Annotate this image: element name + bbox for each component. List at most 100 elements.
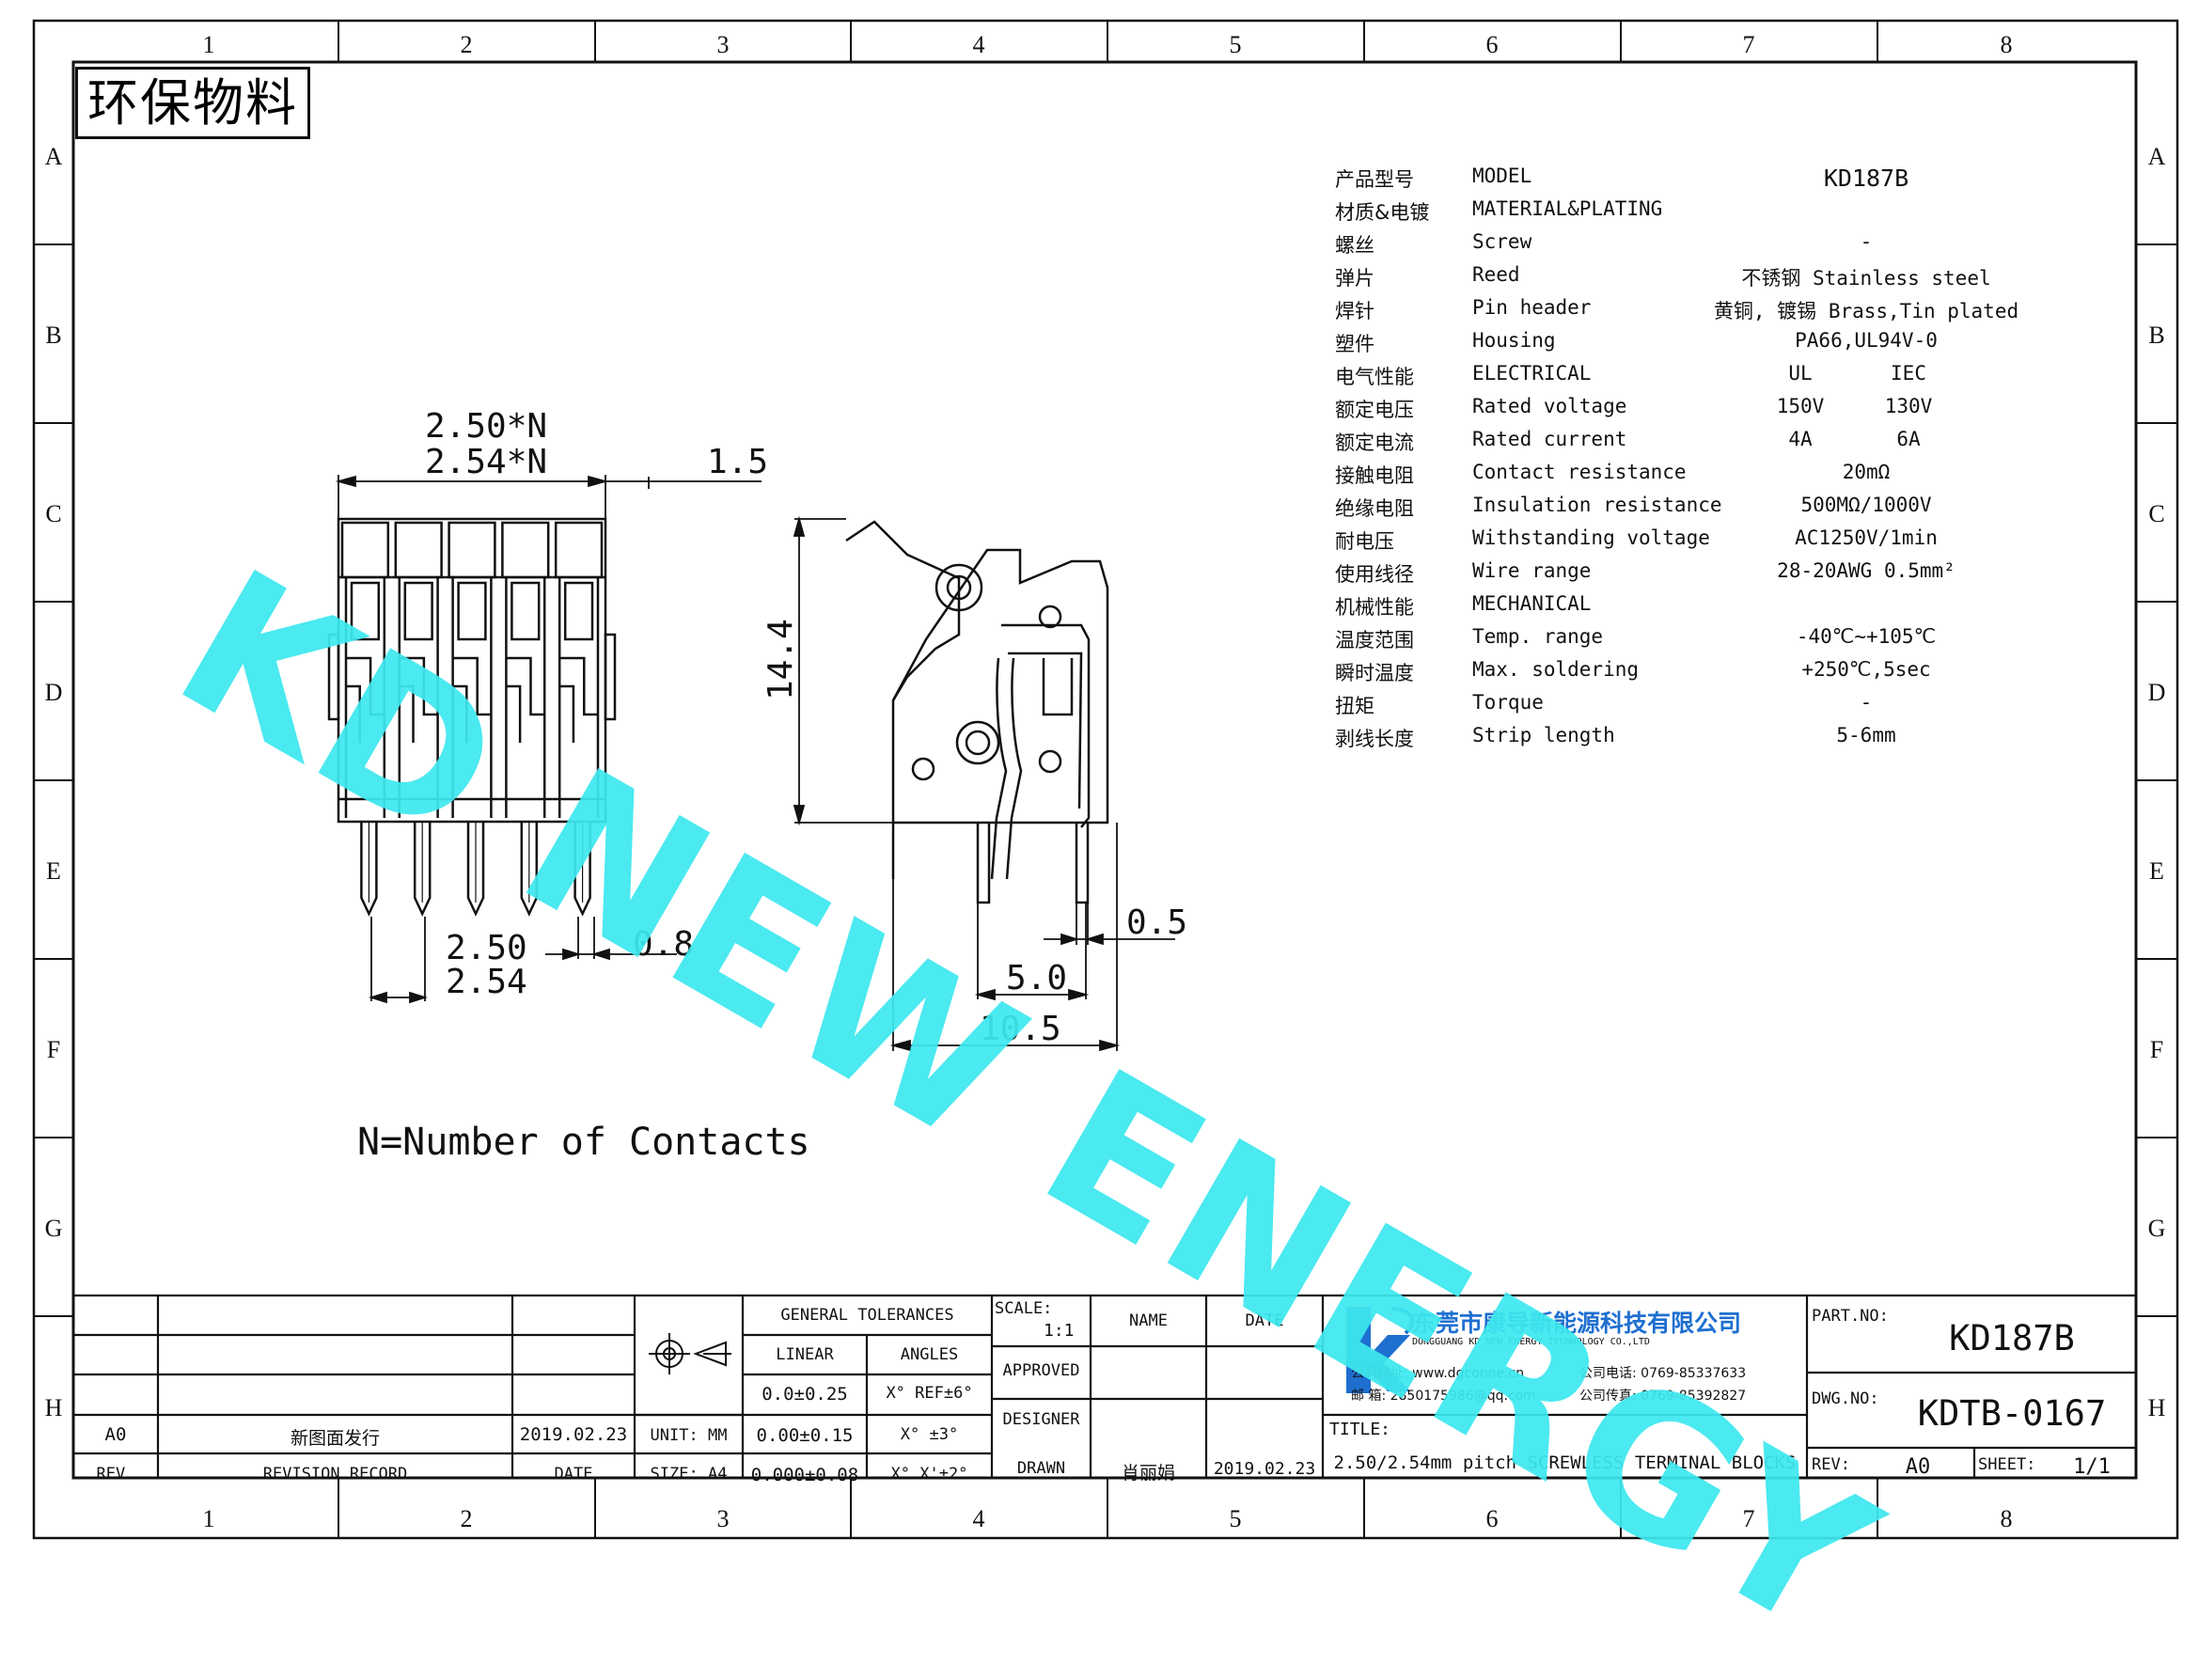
drawing-sheet: 1 2 3 4 5 6 7 8 1 2 3 4 5 6 7 8 A B C D …	[32, 19, 2179, 1540]
spec-value: -	[1860, 230, 1873, 253]
spec-value-ul: 150V	[1776, 395, 1825, 417]
grid-col-label: 4	[973, 1505, 985, 1532]
inner-frame	[71, 60, 2138, 1480]
grid-column-ticks	[338, 21, 1878, 1538]
grid-row-label: F	[47, 1036, 60, 1063]
dim-pin-offset: 5.0	[1006, 959, 1067, 997]
spec-value: -40℃~+105℃	[1796, 625, 1937, 648]
dim-top-pitch-2: 2.54*N	[425, 443, 547, 481]
spec-cn: 产品型号	[1335, 168, 1414, 191]
spec-cn: 弹片	[1335, 267, 1374, 290]
grid-row-label: G	[45, 1215, 63, 1242]
spec-en: Reed	[1472, 263, 1520, 286]
drawn-date: 2019.02.23	[1213, 1459, 1316, 1479]
contact-slot	[445, 521, 499, 818]
dim-pin-thickness: 0.5	[1126, 903, 1187, 942]
solder-pin	[466, 822, 485, 917]
grid-col-label: 1	[203, 1505, 215, 1532]
grid-row-label: H	[2148, 1394, 2166, 1421]
grid-col-label: 3	[717, 31, 730, 58]
drawn-label: DRAWN	[1016, 1459, 1066, 1478]
title-label: TITLE:	[1329, 1420, 1391, 1439]
front-dimensions	[335, 475, 762, 1004]
company-website: 公司网址: www.dgconne.cn	[1351, 1366, 1525, 1381]
unit-label: UNIT: MM	[650, 1426, 728, 1445]
date-header: DATE	[554, 1465, 593, 1484]
grid-row-label: B	[45, 322, 61, 349]
projection-symbol-icon	[649, 1333, 731, 1374]
title-block-grid	[73, 1294, 2136, 1478]
contact-slot	[338, 521, 392, 818]
scale-label: SCALE:	[995, 1299, 1053, 1318]
spec-cn: 瞬时温度	[1335, 662, 1414, 684]
spec-value-iec: IEC	[1891, 362, 1926, 385]
revision-date: 2019.02.23	[519, 1424, 628, 1445]
tolerance-linear-3: 0.000±0.08	[750, 1465, 859, 1485]
spec-en: Torque	[1472, 691, 1544, 714]
spec-value-iec: 6A	[1896, 428, 1921, 450]
grid-col-label: 7	[1743, 31, 1755, 58]
spec-value-ul: UL	[1788, 362, 1813, 385]
spec-en: Strip length	[1472, 724, 1615, 746]
tolerance-angle-2: X° ±3°	[900, 1425, 959, 1444]
drawing-number: KDTB-0167	[1917, 1393, 2107, 1434]
spec-en: Wire range	[1472, 559, 1592, 582]
revision-record-header: REVISION RECORD	[262, 1465, 408, 1484]
grid-col-label: 5	[1230, 31, 1242, 58]
side-view	[845, 520, 1109, 904]
part-number: KD187B	[1949, 1318, 2075, 1358]
drawing-title: 2.50/2.54mm pitch SCREWLESS TERMINAL BLO…	[1333, 1452, 1797, 1473]
spec-en: Housing	[1472, 329, 1556, 352]
grid-col-label: 5	[1230, 1505, 1242, 1532]
spec-cn: 材质&电镀	[1335, 201, 1430, 224]
grid-row-label: C	[2148, 500, 2164, 527]
spec-en: Pin header	[1472, 296, 1592, 319]
spec-cn: 塑件	[1335, 333, 1374, 355]
spec-en: Rated current	[1472, 428, 1627, 450]
grid-row-label: D	[2148, 679, 2166, 706]
angles-header: ANGLES	[900, 1345, 959, 1364]
dim-height: 14.4	[762, 619, 800, 700]
general-tolerances-header: GENERAL TOLERANCES	[780, 1306, 954, 1325]
dim-top-offset: 1.5	[707, 443, 768, 481]
grid-row-label: D	[45, 679, 63, 706]
grid-row-ticks	[34, 243, 2177, 1317]
spec-en: Max. soldering	[1472, 658, 1640, 681]
company-name-cn: 东莞市康导新能源科技有限公司	[1412, 1310, 1742, 1337]
spec-value: 20mΩ	[1842, 461, 1891, 483]
spec-value: 不锈钢 Stainless steel	[1741, 267, 1991, 290]
rev-value: A0	[1905, 1455, 1931, 1479]
date-col-header: DATE	[1245, 1311, 1284, 1330]
spec-value: +250℃,5sec	[1801, 658, 1931, 681]
approved-label: APPROVED	[1002, 1361, 1080, 1380]
spec-cn: 电气性能	[1335, 366, 1414, 388]
spec-en: Temp. range	[1472, 625, 1604, 648]
grid-col-label: 6	[1486, 1505, 1499, 1532]
spec-cn: 耐电压	[1335, 530, 1394, 553]
front-view	[327, 517, 617, 917]
spec-en: Withstanding voltage	[1472, 526, 1710, 549]
company-fax: 公司传真: 0769-85392827	[1579, 1389, 1747, 1404]
grid-col-label: 2	[461, 1505, 473, 1532]
grid-col-label: 6	[1486, 31, 1499, 58]
spec-cn: 使用线径	[1335, 563, 1414, 586]
dwg-no-label: DWG.NO:	[1812, 1390, 1879, 1408]
tolerance-angle-1: X° REF±6°	[886, 1384, 973, 1403]
revision-text: 新图面发行	[290, 1428, 380, 1449]
grid-row-label: E	[2149, 857, 2164, 885]
grid-row-label: B	[2148, 322, 2164, 349]
designer-label: DESIGNER	[1002, 1410, 1080, 1429]
grid-row-label: F	[2150, 1036, 2163, 1063]
spec-cn: 机械性能	[1335, 596, 1414, 619]
grid-col-label: 4	[973, 31, 985, 58]
spec-cn: 绝缘电阻	[1335, 497, 1414, 520]
solder-pin	[413, 822, 432, 917]
grid-row-label: E	[46, 857, 61, 885]
size-label: SIZE: A4	[650, 1465, 728, 1484]
grid-col-label: 2	[461, 31, 473, 58]
company-phone: 公司电话: 0769-85337633	[1579, 1366, 1747, 1381]
grid-row-label: A	[45, 143, 63, 170]
spec-cn: 扭矩	[1335, 695, 1374, 717]
tolerance-linear-1: 0.0±0.25	[762, 1384, 848, 1405]
spec-value: 黄铜, 镀锡 Brass,Tin plated	[1713, 300, 2019, 322]
